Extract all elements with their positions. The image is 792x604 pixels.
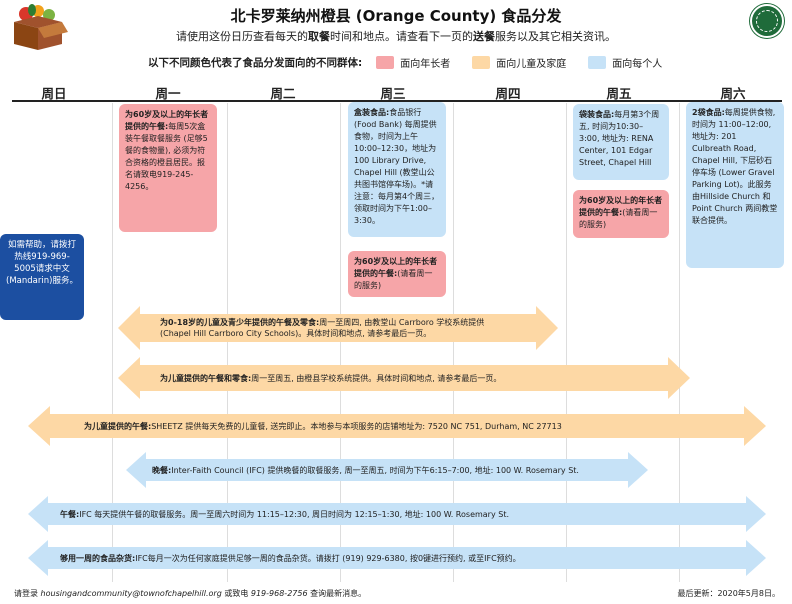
legend-children-swatch bbox=[472, 55, 491, 69]
children-mon-fri-arrow: 为儿童提供的午餐和零食:周一至周五, 由橙县学校系统提供。具体时间和地点, 请参… bbox=[118, 357, 690, 399]
legend-everyone-label: 面向每个人 bbox=[612, 58, 663, 70]
town-seal-logo bbox=[750, 4, 784, 38]
column-divider bbox=[679, 103, 680, 582]
column-divider bbox=[227, 103, 228, 582]
saturday-two-bags-card: 2袋食品:每周提供食物, 时间为 11:00–12:00, 地址为: 201 C… bbox=[686, 102, 784, 268]
last-updated: 最后更新：2020年5月8日。 bbox=[677, 589, 780, 598]
friday-senior-lunch-card: 为60岁及以上的年长者提供的午餐:(请看周一的服务) bbox=[573, 190, 669, 238]
mandarin-help-box: 如需帮助，请拨打热线919-969-5005请求中文(Mandarin)服务。 bbox=[0, 234, 84, 320]
card-title: 2袋食品: bbox=[692, 108, 725, 117]
card-title: 为60岁及以上的年长者提供的午餐: bbox=[125, 110, 209, 131]
arrow-text: 为儿童提供的午餐和零食:周一至周五, 由橙县学校系统提供。具体时间和地点, 请参… bbox=[160, 373, 502, 383]
wednesday-senior-lunch-card: 为60岁及以上的年长者提供的午餐:(请看周一的服务) bbox=[348, 251, 446, 297]
column-divider bbox=[566, 103, 567, 582]
wednesday-box-food-card: 盒装食品:食品银行 (Food Bank) 每周提供食物，时间为上午10:00–… bbox=[348, 102, 446, 237]
header-divider bbox=[12, 100, 782, 102]
contact-phone: 919-968-2756 bbox=[250, 589, 308, 598]
day-wednesday: 周三 bbox=[380, 86, 406, 101]
children-sheetz-arrow: 为儿童提供的午餐:SHEETZ 提供每天免费的儿童餐, 送完即止。本地参与本项服… bbox=[28, 406, 766, 446]
day-monday: 周一 bbox=[155, 86, 181, 101]
footer-contact: 请登录 housingandcommunity@townofchapelhill… bbox=[14, 589, 367, 598]
food-box-logo bbox=[8, 2, 68, 52]
card-body: 每周提供食物, 时间为 11:00–12:00, 地址为: 201 Culbre… bbox=[692, 108, 778, 225]
card-body: 食品银行 (Food Bank) 每周提供食物，时间为上午10:00–12:30… bbox=[354, 108, 440, 225]
day-tuesday: 周二 bbox=[270, 86, 296, 101]
legend-title: 以下不同颜色代表了食品分发面向的不同群体: bbox=[148, 56, 363, 69]
day-saturday: 周六 bbox=[720, 86, 746, 101]
arrow-text: 为儿童提供的午餐:SHEETZ 提供每天免费的儿童餐, 送完即止。本地参与本项服… bbox=[84, 421, 562, 431]
groceries-ifc-arrow: 够用一周的食品杂货:IFC每月一次为任何家庭提供足够一周的食品杂货。请拨打 (9… bbox=[28, 540, 766, 576]
arrow-text: 为0-18岁的儿童及青少年提供的午餐及零食:周一至周四, 由教堂山 Carrbo… bbox=[160, 318, 485, 338]
card-body: 每月第3个周五, 时间为10:30–3:00, 地址为: RENA Center… bbox=[579, 110, 660, 167]
card-title: 为60岁及以上的年长者提供的午餐: bbox=[579, 196, 663, 217]
card-body: (请看周一的服务) bbox=[579, 208, 658, 229]
card-title: 为60岁及以上的年长者提供的午餐: bbox=[354, 257, 438, 278]
legend-senior-label: 面向年长者 bbox=[400, 58, 451, 70]
card-title: 盒装食品: bbox=[354, 108, 390, 117]
legend-everyone-swatch bbox=[588, 55, 607, 69]
day-thursday: 周四 bbox=[495, 86, 521, 101]
card-title: 袋装食品: bbox=[579, 110, 615, 119]
legend-children-label: 面向儿童及家庭 bbox=[496, 58, 567, 70]
page-subtitle: 请使用这份日历查看每天的取餐时间和地点。请查看下一页的送餐服务以及其它相关资讯。 bbox=[176, 30, 616, 43]
arrow-text: 够用一周的食品杂货:IFC每月一次为任何家庭提供足够一周的食品杂货。请拨打 (9… bbox=[60, 553, 521, 563]
dinner-ifc-arrow: 晚餐:Inter-Faith Council (IFC) 提供晚餐的取餐服务, … bbox=[126, 452, 648, 488]
monday-senior-lunch-card: 为60岁及以上的年长者提供的午餐:每周5次盒装午餐取餐服务 (足够5餐的食物量)… bbox=[119, 104, 217, 232]
color-legend: 以下不同颜色代表了食品分发面向的不同群体: 面向年长者 面向儿童及家庭 面向每个… bbox=[148, 53, 684, 71]
arrow-text: 午餐:IFC 每天提供午餐的取餐服务。周一至周六时间为 11:15–12:30,… bbox=[60, 509, 510, 519]
card-body: (请看周一的服务) bbox=[354, 269, 433, 290]
children-mon-thu-arrow: 为0-18岁的儿童及青少年提供的午餐及零食:周一至周四, 由教堂山 Carrbo… bbox=[118, 306, 558, 350]
lunch-ifc-arrow: 午餐:IFC 每天提供午餐的取餐服务。周一至周六时间为 11:15–12:30,… bbox=[28, 496, 766, 532]
column-divider bbox=[340, 103, 341, 582]
column-divider bbox=[112, 103, 113, 582]
page-title: 北卡罗莱纳州橙县 (Orange County) 食品分发 bbox=[230, 7, 562, 25]
card-body: 每周5次盒装午餐取餐服务 (足够5餐的食物量), 必须为符合资格的橙县居民。报名… bbox=[125, 122, 208, 191]
day-sunday: 周日 bbox=[41, 86, 67, 101]
arrow-text: 晚餐:Inter-Faith Council (IFC) 提供晚餐的取餐服务, … bbox=[152, 465, 579, 475]
column-divider bbox=[453, 103, 454, 582]
day-friday: 周五 bbox=[606, 86, 632, 101]
legend-senior-swatch bbox=[376, 55, 395, 69]
contact-email-link[interactable]: housingandcommunity@townofchapelhill.org bbox=[40, 589, 222, 598]
friday-bag-food-card: 袋装食品:每月第3个周五, 时间为10:30–3:00, 地址为: RENA C… bbox=[573, 104, 669, 180]
